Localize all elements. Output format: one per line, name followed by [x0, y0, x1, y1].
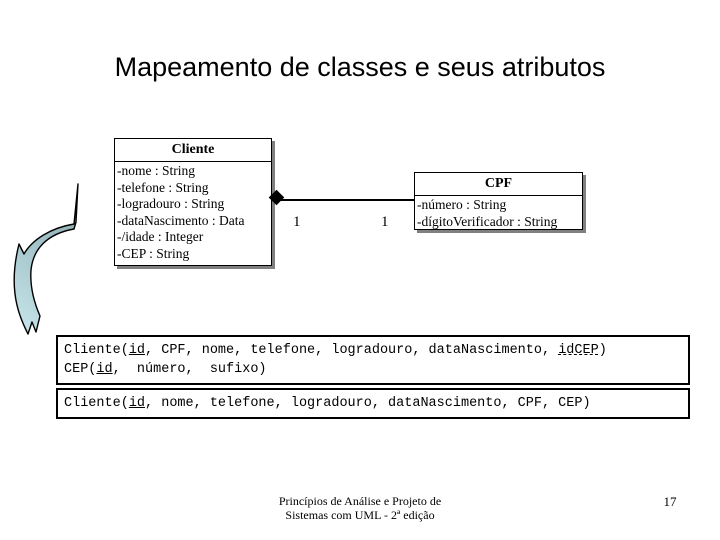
curved-arrow-decoration — [2, 182, 98, 344]
foreign-key: idCEP — [558, 343, 599, 358]
uml-attribute: -telefone : String — [117, 179, 209, 195]
multiplicity-left: 1 — [293, 214, 301, 230]
primary-key: id — [128, 396, 146, 411]
schema-text: CEP( — [64, 362, 97, 377]
primary-key: id — [128, 343, 146, 358]
relational-schema-box-1: Cliente(id, CPF, nome, telefone, logrado… — [56, 335, 690, 385]
uml-class-cliente-name: Cliente — [115, 139, 271, 162]
uml-attribute: -dígitoVerificador : String — [417, 213, 558, 229]
schema-text: Cliente( — [64, 343, 129, 358]
uml-attribute: -/idade : Integer — [117, 229, 204, 244]
uml-class-cliente: Cliente -nome : String -telefone : Strin… — [114, 138, 272, 266]
uml-attribute: -nome : String — [117, 163, 195, 178]
association-line — [272, 199, 414, 201]
footer-citation: Princípios de Análise e Projeto de Siste… — [0, 494, 720, 522]
schema-line: Cliente(id, CPF, nome, telefone, logrado… — [64, 341, 688, 360]
uml-class-cpf-attributes: -número : String -dígitoVerificador : St… — [415, 196, 582, 232]
page-number: 17 — [663, 494, 677, 509]
schema-text: , número, sufixo) — [112, 362, 267, 377]
schema-line: Cliente(id, nome, telefone, logradouro, … — [64, 394, 688, 413]
uml-attribute: -número : String — [417, 197, 507, 212]
schema-text: Cliente( — [64, 396, 129, 411]
page-title: Mapeamento de classes e seus atributos — [114, 52, 606, 82]
uml-class-cliente-attributes: -nome : String -telefone : String -logra… — [115, 162, 271, 264]
primary-key: id — [96, 362, 113, 377]
uml-attribute: -dataNascimento : Data — [117, 212, 245, 228]
schema-line: CEP(id, número, sufixo) — [64, 360, 688, 379]
schema-text: , nome, telefone, logradouro, dataNascim… — [145, 396, 591, 411]
multiplicity-right: 1 — [381, 214, 389, 230]
uml-class-cpf-name: CPF — [415, 173, 582, 196]
uml-attribute: -logradouro : String — [117, 196, 225, 211]
uml-class-cpf: CPF -número : String -dígitoVerificador … — [414, 172, 583, 230]
footer-line-2: Sistemas com UML - 2ª edição — [285, 508, 435, 522]
arrow-shape — [13, 183, 79, 335]
schema-text: ) — [598, 343, 607, 358]
uml-attribute: -CEP : String — [117, 245, 190, 261]
schema-text: , CPF, nome, telefone, logradouro, dataN… — [145, 343, 559, 358]
relational-schema-box-2: Cliente(id, nome, telefone, logradouro, … — [56, 388, 690, 419]
footer-line-1: Princípios de Análise e Projeto de — [278, 494, 442, 508]
